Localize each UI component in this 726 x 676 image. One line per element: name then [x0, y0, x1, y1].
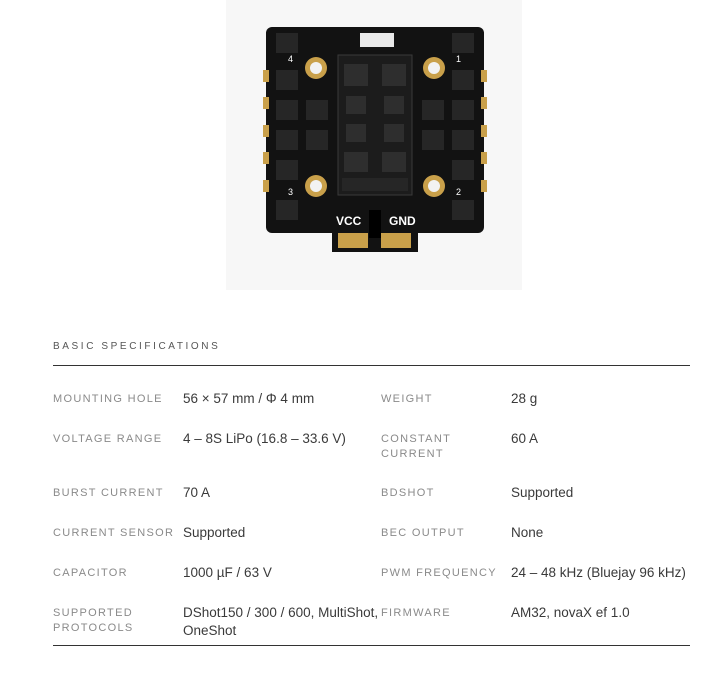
spec-label: BURST CURRENT — [53, 487, 164, 499]
silk-motor-4: 4 — [288, 54, 293, 64]
spec-value: Supported — [511, 485, 574, 500]
spec-label: MOUNTING HOLE — [53, 393, 163, 405]
section-divider-bottom — [53, 645, 690, 646]
spec-label: CAPACITOR — [53, 567, 128, 579]
product-image: VCC GND 4 2 3 1 — [226, 0, 522, 290]
spec-label: VOLTAGE RANGE — [53, 433, 163, 445]
spec-value: 28 g — [511, 391, 538, 406]
spec-value: 1000 µF / 63 V — [183, 565, 272, 580]
silk-motor-2: 2 — [456, 187, 461, 197]
spec-label: BEC OUTPUT — [381, 527, 465, 539]
spec-label: WEIGHT — [381, 393, 433, 405]
esc-board-illustration: VCC GND 4 2 3 1 — [226, 0, 522, 290]
silk-motor-3: 3 — [288, 187, 293, 197]
spec-value: None — [511, 525, 544, 540]
spec-value: 56 × 57 mm / Φ 4 mm — [183, 391, 315, 406]
spec-label: SUPPORTED PROTOCOLS — [53, 607, 134, 634]
spec-value: AM32, novaX ef 1.0 — [511, 605, 630, 620]
spec-label: PWM FREQUENCY — [381, 567, 497, 579]
spec-value: 60 A — [511, 431, 539, 446]
spec-value: 4 – 8S LiPo (16.8 – 33.6 V) — [183, 431, 346, 446]
spec-value: 24 – 48 kHz (Bluejay 96 kHz) — [511, 565, 686, 580]
spec-label: CONSTANT CURRENT — [381, 433, 451, 460]
spec-table: MOUNTING HOLE 56 × 57 mm / Φ 4 mm WEIGHT… — [53, 390, 690, 662]
spec-label: FIRMWARE — [381, 607, 451, 619]
spec-value: Supported — [183, 525, 246, 540]
section-title: BASIC SPECIFICATIONS — [53, 341, 221, 352]
spec-value: 70 A — [183, 485, 211, 500]
section-divider-top — [53, 365, 690, 366]
spec-label: BDSHOT — [381, 487, 435, 499]
silk-gnd-label: GND — [389, 214, 416, 228]
silk-motor-1: 1 — [456, 54, 461, 64]
silk-vcc-label: VCC — [336, 214, 362, 228]
spec-label: CURRENT SENSOR — [53, 527, 175, 539]
spec-value: DShot150 / 300 / 600, MultiShot, OneShot — [183, 605, 379, 638]
